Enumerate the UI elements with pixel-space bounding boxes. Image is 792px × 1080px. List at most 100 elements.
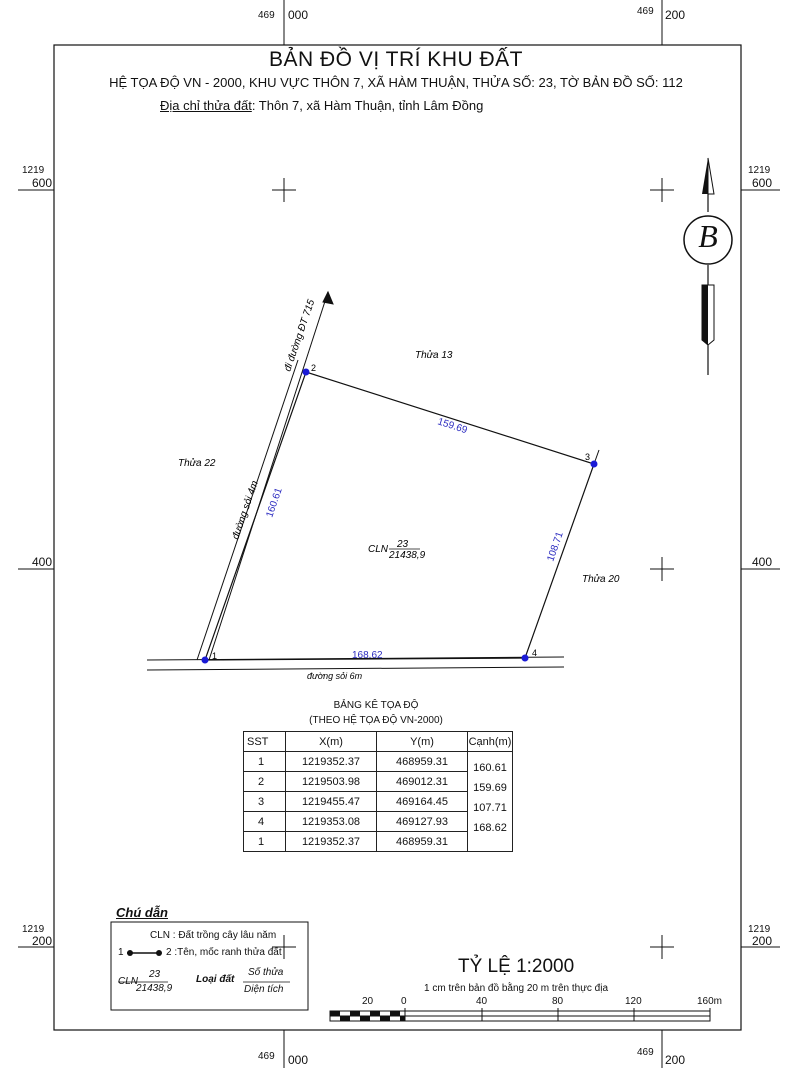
grid-top-left-small: 469: [258, 10, 275, 21]
table-cell-x: 1219455.47: [285, 791, 377, 812]
grid-bottom-left-small: 469: [258, 1051, 275, 1062]
table-cell-edge: 168.62: [467, 811, 513, 834]
page-subtitle: HỆ TỌA ĐỘ VN - 2000, KHU VỰC THÔN 7, XÃ …: [109, 75, 683, 90]
parcel-area-label: 21438,9: [388, 550, 426, 561]
grid-right-600-small: 1219: [748, 165, 771, 176]
coord-table-title: BẢNG KÊ TỌA ĐỘ: [333, 700, 419, 711]
coord-table-subtitle: (THEO HỆ TỌA ĐỘ VN-2000): [309, 715, 443, 726]
north-arrow-icon: [683, 157, 733, 375]
table-cell-x: 1219353.08: [285, 811, 377, 832]
scale-tick-20-left: 20: [362, 996, 374, 1007]
grid-left-200-big: 200: [32, 934, 53, 948]
table-edge-value: 160.61: [473, 762, 507, 774]
table-cell-edge: [467, 831, 513, 852]
col-header-edge: Cạnh(m): [467, 731, 513, 752]
point-3-label: 3: [585, 452, 590, 462]
grid-left-600-big: 600: [32, 176, 53, 190]
legend-area-label: Diện tích: [244, 984, 284, 995]
table-cell-stt: 2: [243, 771, 286, 792]
table-cell-y: 468959.31: [376, 831, 468, 852]
scale-tick-120: 120: [625, 996, 642, 1007]
parcel-13-label: Thửa 13: [415, 349, 453, 361]
page-title: BẢN ĐỒ VỊ TRÍ KHU ĐẤT: [269, 48, 523, 71]
legend-title: Chú dẫn: [116, 905, 168, 920]
grid-ticks: [18, 0, 780, 1068]
legend-marker-end-icon: [156, 950, 162, 956]
legend-box: [110, 921, 309, 1011]
road-dt715-label: đi đường ĐT 715: [282, 298, 317, 373]
boundary-point-1-icon: [201, 656, 209, 664]
table-edge-value: 159.69: [473, 781, 507, 794]
table-cell-y: 469164.45: [376, 791, 468, 812]
table-edge-value: 168.62: [473, 821, 507, 834]
road-gravel-6m-label: đường sỏi 6m: [307, 671, 363, 681]
grid-top-right-small: 469: [637, 6, 654, 17]
grid-bottom-right-big: 200: [665, 1053, 686, 1067]
table-cell-edge: 159.69: [467, 771, 513, 794]
col-header-x: X(m): [285, 731, 377, 752]
table-cell-x: 1219503.98: [285, 771, 377, 792]
map-frame: [53, 44, 742, 1031]
table-cell-y: 468959.31: [376, 751, 468, 772]
compass-letter: B: [698, 218, 718, 254]
grid-top-right-big: 200: [665, 8, 686, 22]
grid-right-200-small: 1219: [748, 924, 771, 935]
table-cell-x: 1219352.37: [285, 831, 377, 852]
parcel-type-label: CLN: [368, 544, 389, 555]
legend-parcel-no-label: Số thửa: [248, 967, 284, 978]
boundary-point-2-icon: [302, 368, 310, 376]
scale-tick-0: 0: [401, 996, 407, 1007]
grid-right-200-big: 200: [752, 934, 773, 948]
point-2-label: 2: [311, 363, 316, 373]
table-cell-stt: 3: [243, 791, 286, 812]
legend-marker-left: 1: [118, 947, 124, 958]
legend-marker-start-icon: [127, 950, 133, 956]
scale-bar: [329, 1008, 711, 1022]
legend-sample-number: 23: [149, 969, 161, 980]
scale-subtitle: 1 cm trên bản đồ bằng 20 m trên thực địa: [424, 983, 609, 994]
edge-3-4-label: 108.71: [545, 530, 566, 563]
grid-top-left-big: 000: [288, 8, 309, 22]
table-cell-edge: 160.61: [467, 751, 513, 774]
parcel-address: Địa chỉ thửa đất: Thôn 7, xã Hàm Thuận, …: [160, 98, 483, 113]
grid-right-600-big: 600: [752, 176, 773, 190]
table-cell-stt: 4: [243, 811, 286, 832]
edge-1-2-label: 160.61: [264, 486, 285, 519]
scale-tick-80: 80: [552, 996, 564, 1007]
legend-sample-area: 21438,9: [136, 983, 173, 994]
legend-cln: CLN : Đất trồng cây lâu năm: [150, 930, 277, 941]
table-cell-x: 1219352.37: [285, 751, 377, 772]
point-4-label: 4: [532, 648, 537, 658]
grid-left-200-small: 1219: [22, 924, 45, 935]
boundary-point-3-icon: [590, 460, 598, 468]
boundary-point-4-icon: [521, 654, 529, 662]
scale-tick-160m: 160m: [697, 996, 723, 1007]
parcel-20-label: Thửa 20: [582, 573, 620, 585]
grid-bottom-right-small: 469: [637, 1047, 654, 1058]
legend-land-type-label: Loại đất: [196, 974, 235, 985]
grid-left-600-small: 1219: [22, 165, 45, 176]
boundary-points: [201, 368, 598, 664]
grid-crosses: [272, 178, 674, 959]
address-label: Địa chỉ thửa đất: [160, 98, 252, 113]
grid-right-400-big: 400: [752, 555, 773, 569]
table-cell-stt: 1: [243, 751, 286, 772]
road-gravel-4m-label: đường sỏi 4m: [229, 479, 260, 541]
scale-tick-40: 40: [476, 996, 488, 1007]
grid-bottom-left-big: 000: [288, 1053, 309, 1067]
table-edge-value: 107.71: [473, 801, 507, 814]
legend-sample-type: CLN: [118, 976, 139, 987]
grid-left-400-big: 400: [32, 555, 53, 569]
col-header-y: Y(m): [376, 731, 468, 752]
point-1-label: 1: [212, 651, 217, 661]
parcel-22-label: Thửa 22: [178, 457, 216, 469]
table-cell-edge: 107.71: [467, 791, 513, 814]
col-header-stt: SST: [243, 731, 286, 752]
legend-marker-desc: 2 :Tên, mốc ranh thửa đất: [166, 947, 282, 958]
